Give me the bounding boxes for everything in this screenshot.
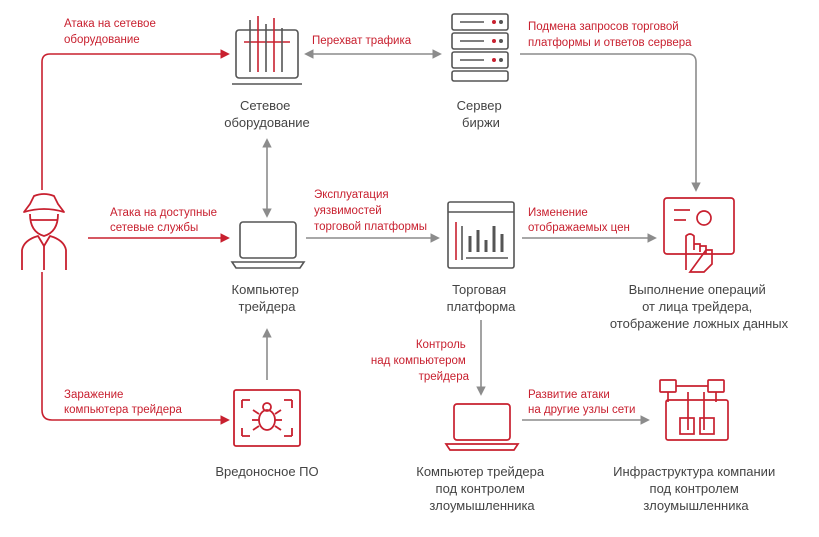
trading-platform-icon <box>447 201 515 269</box>
node-label-operations: Выполнение операций от лица трейдера, от… <box>610 282 789 331</box>
label-spoof-requests: Подмена запросов торговой платформы и от… <box>528 21 692 49</box>
label-control-computer: Контроль над компьютером трейдера <box>371 339 470 383</box>
network-equipment-icon <box>232 16 302 85</box>
hacker-icon <box>21 193 67 270</box>
node-label-company-infra: Инфраструктура компании под контролем зл… <box>613 464 779 513</box>
node-label-trader-computer: Компьютер трейдера <box>232 282 303 314</box>
laptop-icon <box>444 403 520 451</box>
touch-screen-icon <box>663 197 735 273</box>
label-lateral-movement: Развитие атаки на другие узлы сети <box>528 389 635 416</box>
arrow-spoof <box>520 53 701 192</box>
bug-icon <box>233 389 301 447</box>
network-infrastructure-icon <box>659 379 729 441</box>
arrow-infection <box>41 272 230 425</box>
laptop-icon <box>230 221 306 269</box>
node-label-malware: Вредоносное ПО <box>215 464 318 479</box>
connectors <box>41 49 701 425</box>
label-exploit-vulns: Эксплуатация уязвимостей торговой платфо… <box>314 189 427 233</box>
server-rack-icon <box>451 13 509 82</box>
arrow-attack-network <box>41 49 230 190</box>
label-attack-network: Атака на сетевое оборудование <box>64 18 159 46</box>
node-label-trading-platform: Торговая платформа <box>447 282 517 314</box>
label-change-prices: Изменение отображаемых цен <box>528 207 630 234</box>
label-infection: Заражение компьютера трейдера <box>64 389 183 416</box>
label-intercept-traffic: Перехват трафика <box>312 35 412 47</box>
node-label-network-equipment: Сетевое оборудование <box>224 98 310 130</box>
node-label-compromised-computer: Компьютер трейдера под контролем злоумыш… <box>416 464 547 513</box>
node-label-exchange-server: Сервер биржи <box>457 98 506 130</box>
label-attack-services: Атака на доступные сетевые службы <box>110 207 220 234</box>
